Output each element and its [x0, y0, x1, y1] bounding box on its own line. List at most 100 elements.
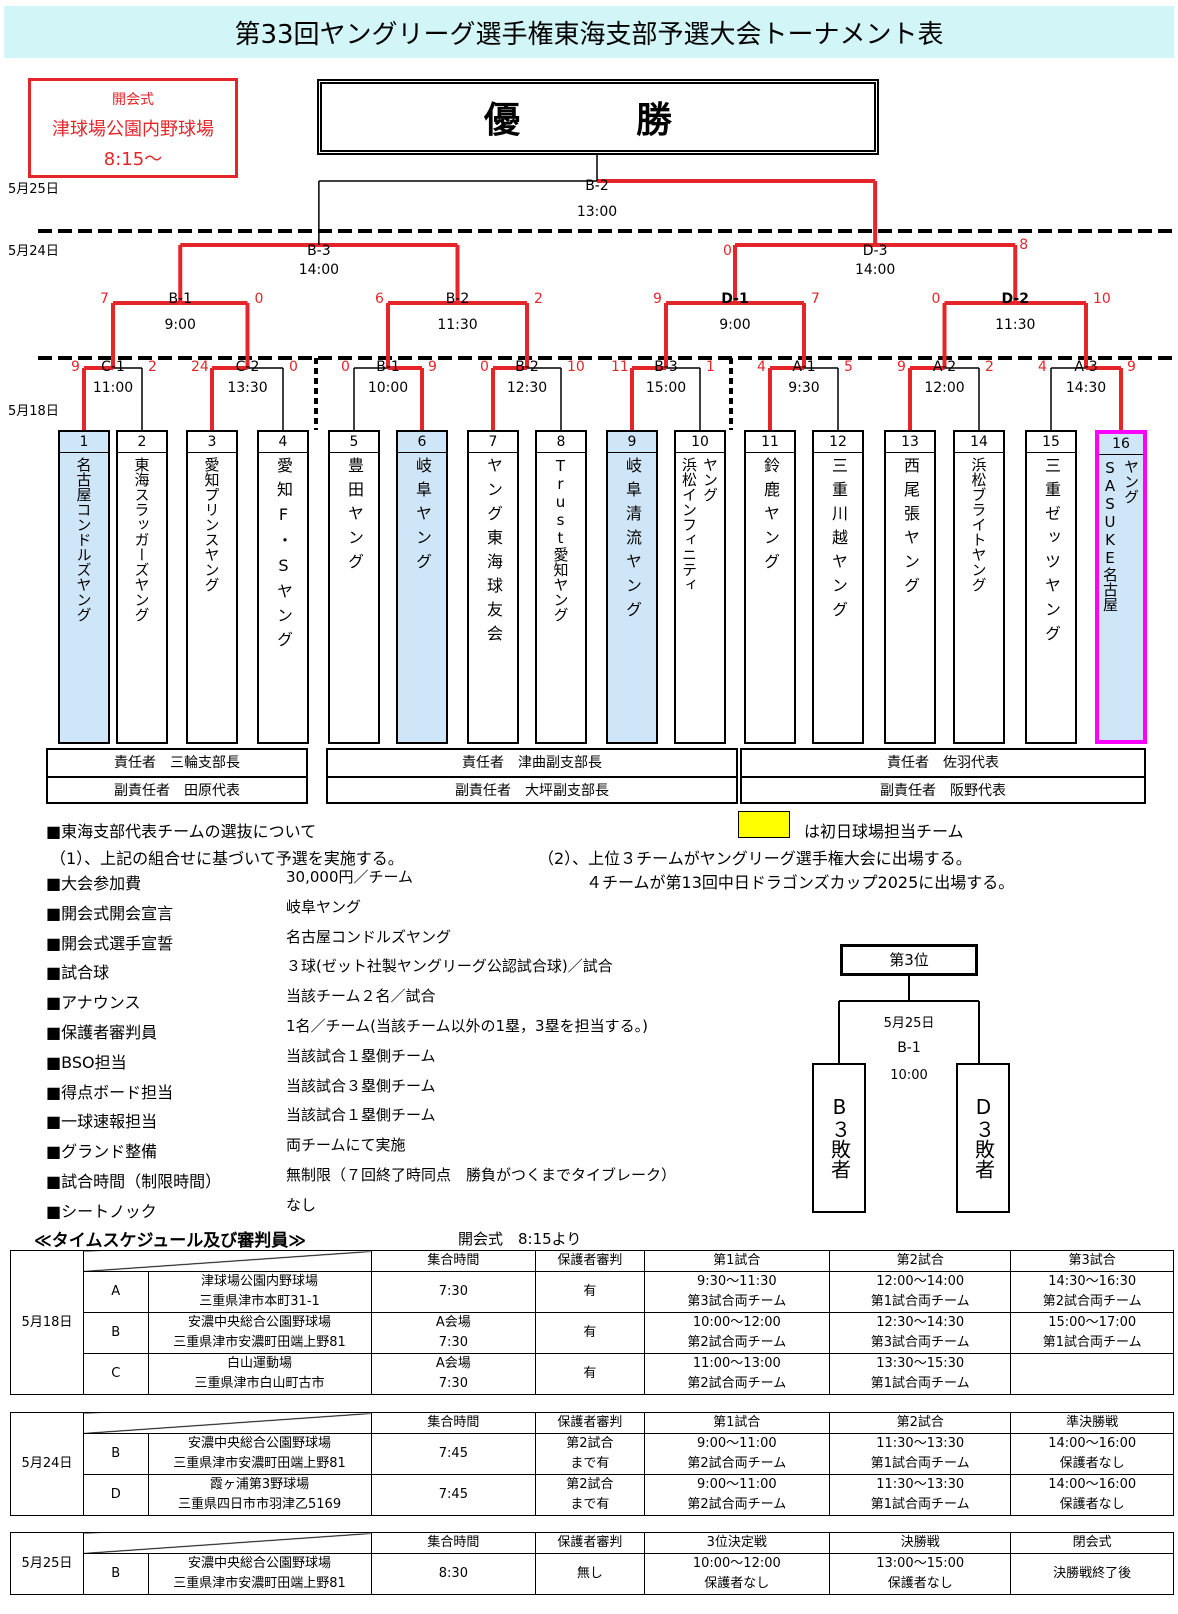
info-value: ３球(ゼット社製ヤングリーグ公認試合球)／試合	[286, 957, 613, 976]
qf-score-left: 9	[653, 291, 662, 307]
team-name: ヤング東海球友会	[484, 457, 503, 649]
team-number: 11	[746, 432, 794, 453]
info-value: 両チームにて実施	[286, 1136, 406, 1155]
team-name-wrap: 愛知プリンスヤング	[188, 453, 236, 592]
venue-id-cell: B	[82, 1553, 149, 1595]
opening-ceremony-box: 開会式 津球場公園内野球場 8:15〜	[28, 78, 238, 178]
venue-cell: 霞ヶ浦第3野球場三重県四日市市羽津乙5169	[147, 1474, 372, 1516]
third-place-box: 第3位	[840, 944, 978, 976]
team-name: 東海スラッガーズヤング	[132, 457, 151, 622]
team-name: 浜松インフィニティ	[680, 457, 698, 592]
umpire-cell: 無し	[535, 1553, 645, 1595]
qf-score-right: 10	[1093, 291, 1111, 307]
r1-time: 15:00	[645, 380, 687, 396]
bracket-lines	[38, 155, 1178, 430]
qf-time: 11:30	[437, 317, 478, 333]
gather-time-cell: 7:45	[370, 1474, 537, 1516]
umpire-cell: 第2試合まで有	[535, 1474, 645, 1516]
venue-id-cell: B	[82, 1312, 149, 1354]
team-number: 6	[398, 432, 446, 453]
diagonal-header-cell	[82, 1412, 372, 1434]
team-name-wrap: 浜松インフィニティヤング	[676, 453, 724, 592]
third-place-left-name: B３敗者	[827, 1095, 852, 1179]
r1-score-left: 0	[341, 359, 350, 375]
third-place-code: B-1	[897, 1040, 921, 1056]
qf-score-left: 7	[100, 291, 109, 307]
team-name: 鈴鹿ヤング	[761, 457, 780, 577]
table-header-cell: 保護者審判	[535, 1250, 645, 1272]
r1-code: A-3	[1074, 359, 1098, 375]
venue-cell: 安濃中央総合公園野球場三重県津市安濃町田端上野81	[147, 1553, 372, 1595]
table-date-cell: 5月24日	[10, 1412, 84, 1516]
info-key: ■開会式開会宣言	[46, 903, 174, 923]
semi-time: 14:00	[298, 262, 340, 278]
game-cell: 決勝戦終了後	[1010, 1553, 1174, 1595]
team-name-wrap: 岐阜清流ヤング	[608, 453, 656, 625]
r1-score-left: 11	[611, 359, 629, 375]
team-name-wrap: 浜松ブライトヤング	[955, 453, 1003, 592]
r1-time: 14:30	[1065, 380, 1107, 396]
team-name-wrap: SASUKE名古屋ヤング	[1099, 455, 1143, 612]
table-header-cell: 第2試合	[829, 1250, 1012, 1272]
venue-cell: 津球場公園内野球場三重県津市本町31-1	[147, 1271, 372, 1313]
info-note-1: （1）、上記の組合せに基づいて予選を実施する。	[50, 849, 404, 868]
r1-code: B-1	[376, 359, 400, 375]
team-name-wrap: ヤング東海球友会	[469, 453, 517, 649]
r1-code: C-1	[101, 359, 125, 375]
r1-score-left: 9	[71, 359, 80, 375]
gather-time-cell: 7:45	[370, 1433, 537, 1475]
table-header-cell: 第1試合	[643, 1412, 831, 1434]
team-name: 愛知F・Sヤング	[274, 457, 293, 655]
venue-cell: 安濃中央総合公園野球場三重県津市安濃町田端上野81	[147, 1312, 372, 1354]
info-note-3: ４チームが第13回中日ドラゴンズカップ2025に出場する。	[586, 873, 1015, 892]
schedule-opening: 開会式 8:15より	[458, 1230, 582, 1248]
info-value: 当該試合１塁側チーム	[286, 1106, 436, 1125]
team-name-wrap: 東海スラッガーズヤング	[118, 453, 166, 622]
team-name: 岐阜清流ヤング	[623, 457, 642, 625]
team-name-wrap: 鈴鹿ヤング	[746, 453, 794, 577]
team-name-wrap: 三重川越ヤング	[814, 453, 862, 625]
info-key: ■BSO担当	[46, 1052, 127, 1072]
date-first: 5月18日	[8, 404, 59, 419]
table-header-cell: 決勝戦	[829, 1532, 1012, 1554]
date-final: 5月25日	[8, 182, 59, 197]
table-date-cell: 5月18日	[10, 1250, 84, 1395]
table-header-cell: 第1試合	[643, 1250, 831, 1272]
table-date-cell: 5月25日	[10, 1532, 84, 1595]
team-number: 3	[188, 432, 236, 453]
umpire-cell: 有	[535, 1312, 645, 1354]
r1-score-right: 1	[706, 359, 715, 375]
team-number: 4	[259, 432, 307, 453]
table-header-cell: 保護者審判	[535, 1532, 645, 1554]
diagonal-header-cell	[82, 1532, 372, 1554]
r1-time: 12:30	[506, 380, 548, 396]
team-name: 名古屋コンドルズヤング	[74, 457, 93, 622]
r1-score-right: 5	[844, 359, 853, 375]
qf-code: B-1	[168, 291, 193, 307]
info-value: 当該試合１塁側チーム	[286, 1046, 436, 1065]
qf-score-right: 2	[534, 291, 543, 307]
info-key: ■一球速報担当	[46, 1112, 158, 1132]
opening-label: 開会式	[112, 92, 154, 108]
info-key: ■試合球	[46, 963, 110, 983]
r1-time: 13:30	[227, 380, 268, 396]
qf-time: 9:00	[164, 317, 196, 333]
final-code: B-2	[585, 178, 609, 194]
